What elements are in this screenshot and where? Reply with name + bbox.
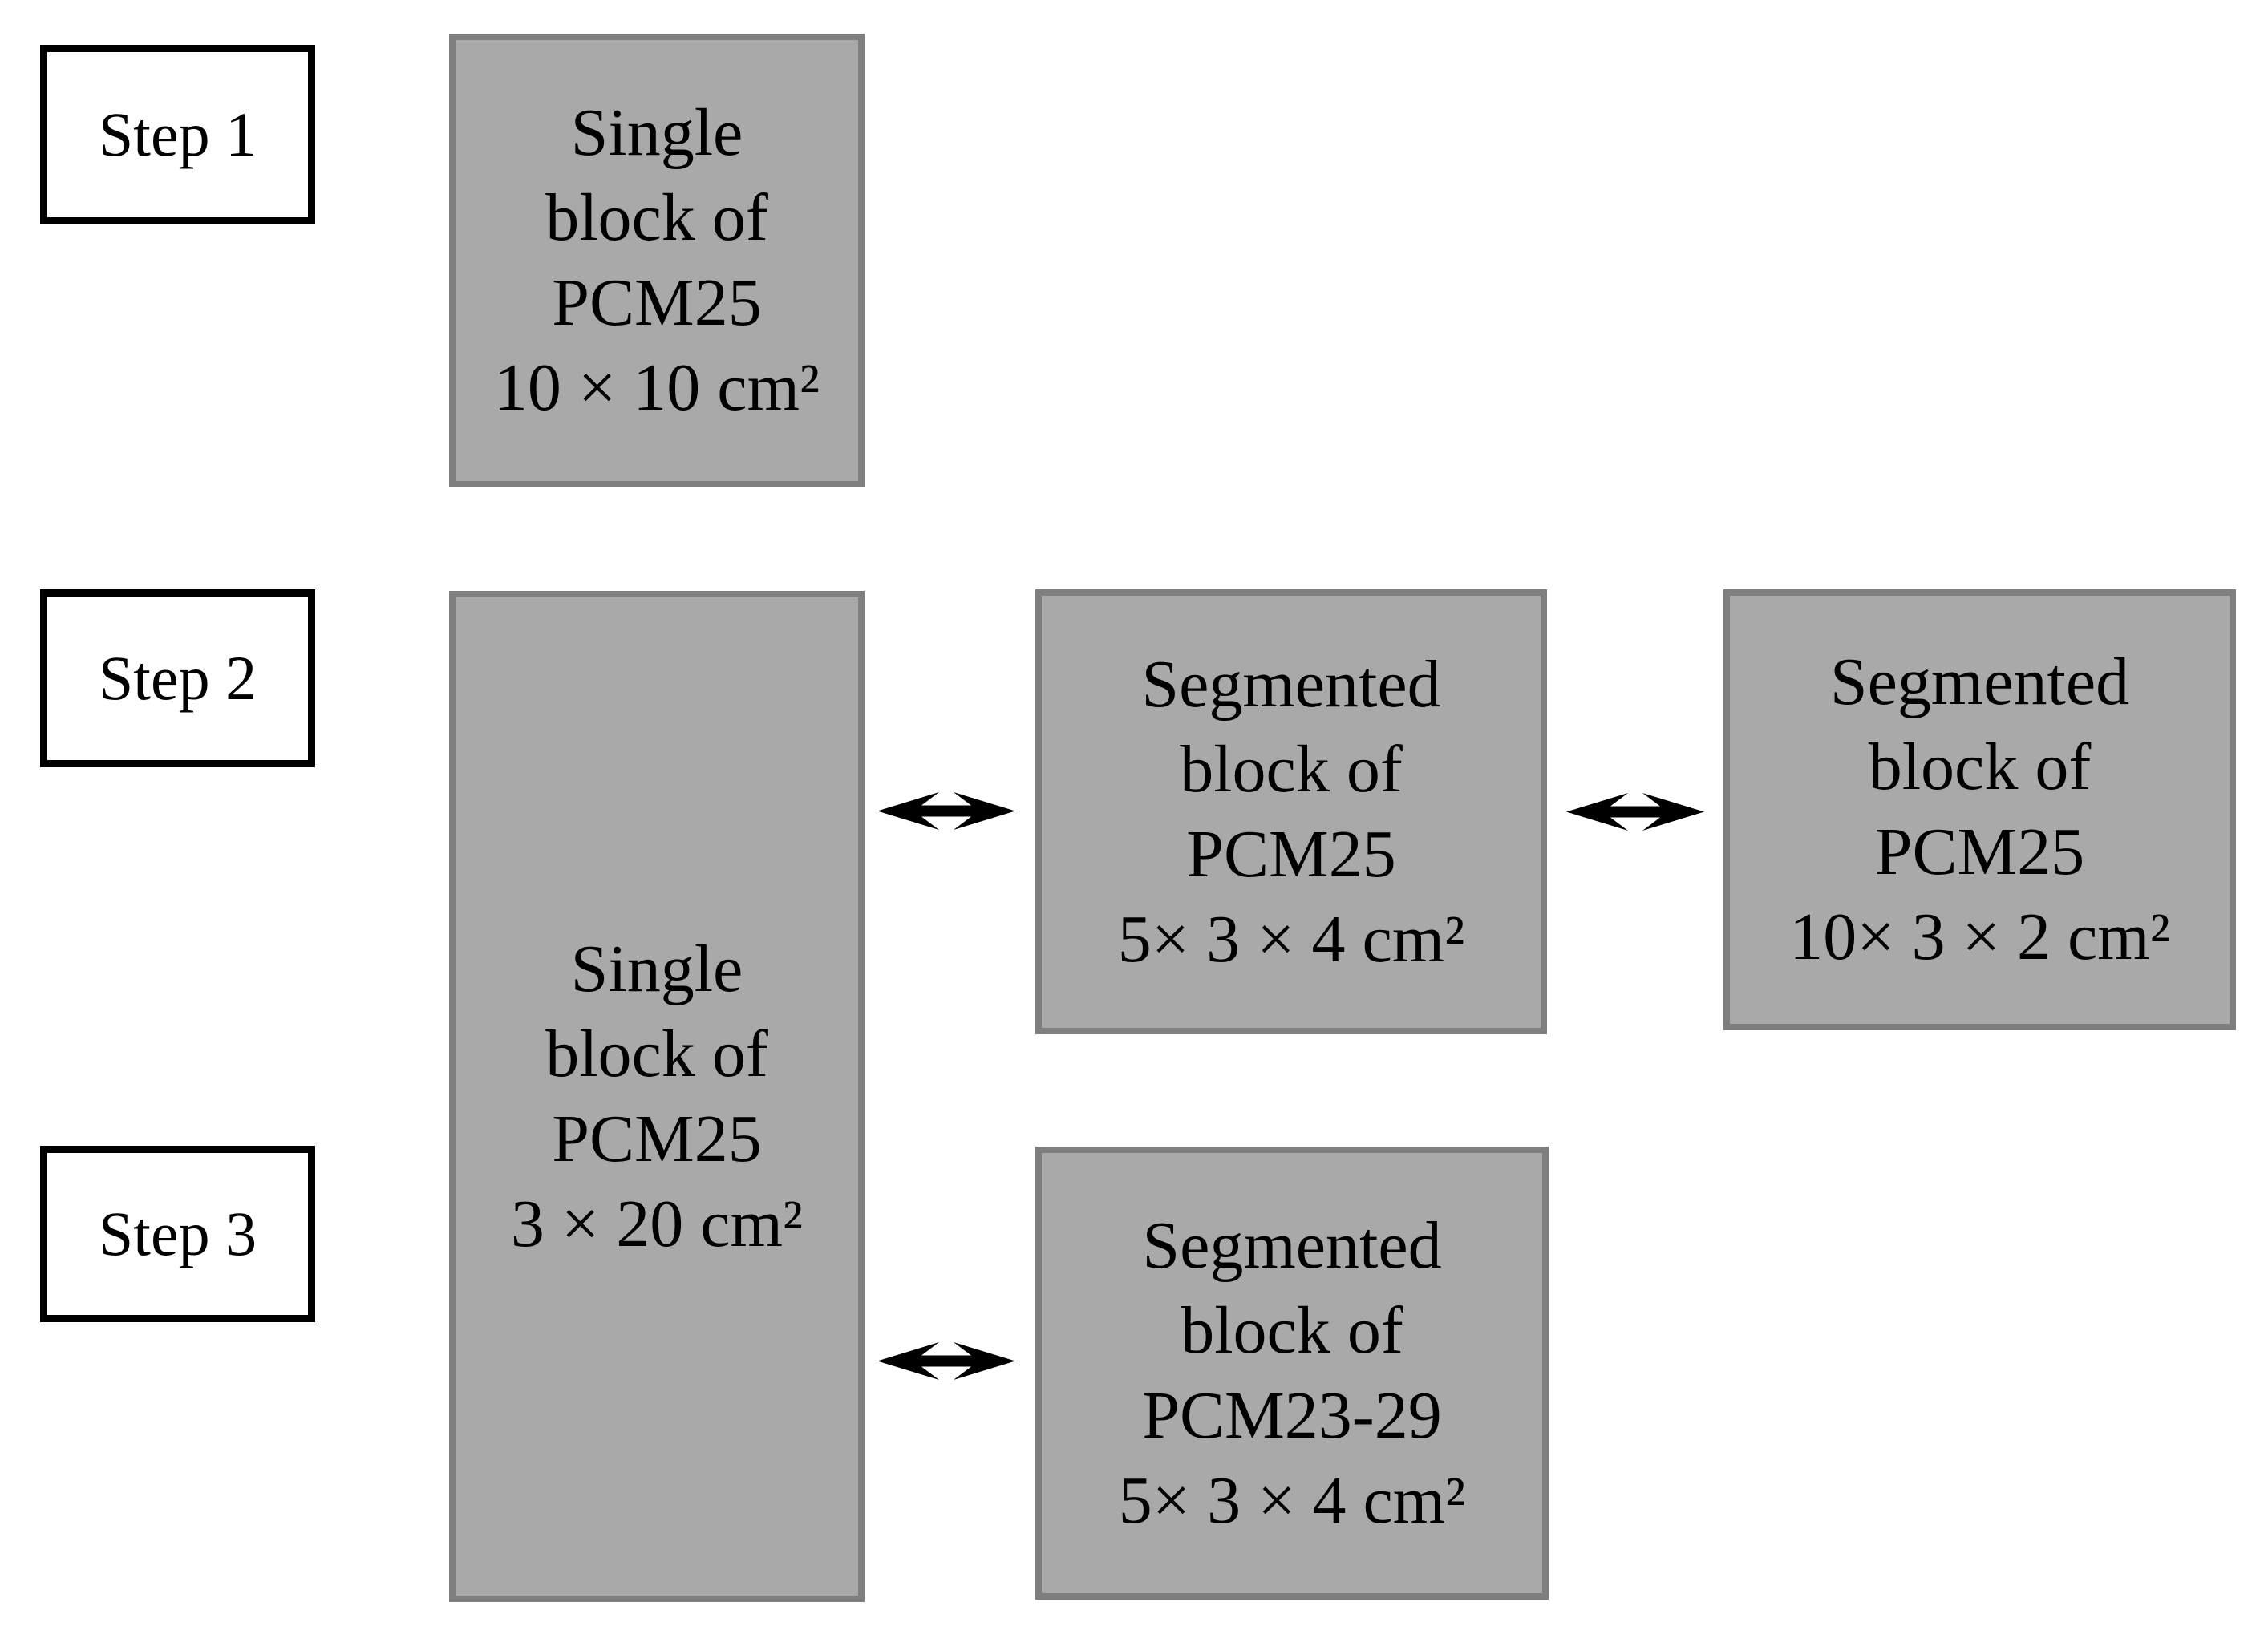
block-text-line: Segmented bbox=[1142, 1207, 1442, 1283]
block-text-line: block of bbox=[1868, 730, 2092, 804]
block-text-line: 5× 3 × 4 cm² bbox=[1117, 901, 1465, 977]
block-text-line: 5× 3 × 4 cm² bbox=[1118, 1462, 1466, 1538]
step-3-label: Step 3 bbox=[98, 1199, 257, 1268]
block-segmented-pcm25-5x3x4: Segmented block of PCM25 5× 3 × 4 cm² bbox=[1035, 589, 1547, 1034]
block-text-line: 10 × 10 cm² bbox=[493, 350, 820, 425]
block-single-pcm25-10x10: Single block of PCM25 10 × 10 cm² bbox=[449, 34, 865, 487]
block-text-line: Single bbox=[570, 95, 743, 170]
block-text-line: PCM25 bbox=[552, 265, 762, 340]
block-segmented-pcm23-29-5x3x4: Segmented block of PCM23-29 5× 3 × 4 cm² bbox=[1035, 1147, 1549, 1600]
step-1-box: Step 1 bbox=[40, 45, 315, 224]
step-2-label: Step 2 bbox=[98, 643, 257, 713]
block-text-line: PCM25 bbox=[552, 1101, 762, 1176]
block-text-line: Single bbox=[570, 931, 743, 1006]
block-text-line: PCM25 bbox=[1874, 815, 2085, 889]
block-text-line: block of bbox=[1181, 1292, 1403, 1368]
step-1-label: Step 1 bbox=[98, 99, 257, 169]
block-text-line: 10× 3 × 2 cm² bbox=[1789, 900, 2170, 974]
block-text-line: block of bbox=[545, 1016, 768, 1091]
step-2-box: Step 2 bbox=[40, 589, 315, 767]
step-3-box: Step 3 bbox=[40, 1146, 315, 1322]
block-single-pcm25-3x20: Single block of PCM25 3 × 20 cm² bbox=[449, 591, 865, 1602]
block-text-line: PCM23-29 bbox=[1142, 1377, 1442, 1453]
double-arrow-icon bbox=[877, 792, 1015, 830]
double-arrow-icon bbox=[1566, 793, 1704, 831]
block-text-line: block of bbox=[545, 180, 768, 255]
block-segmented-pcm25-10x3x2: Segmented block of PCM25 10× 3 × 2 cm² bbox=[1723, 589, 2236, 1030]
block-text-line: Segmented bbox=[1829, 645, 2130, 719]
block-text-line: PCM25 bbox=[1186, 816, 1396, 892]
block-text-line: 3 × 20 cm² bbox=[510, 1186, 804, 1261]
block-text-line: Segmented bbox=[1141, 646, 1441, 722]
block-text-line: block of bbox=[1180, 731, 1403, 807]
double-arrow-icon bbox=[877, 1342, 1015, 1380]
